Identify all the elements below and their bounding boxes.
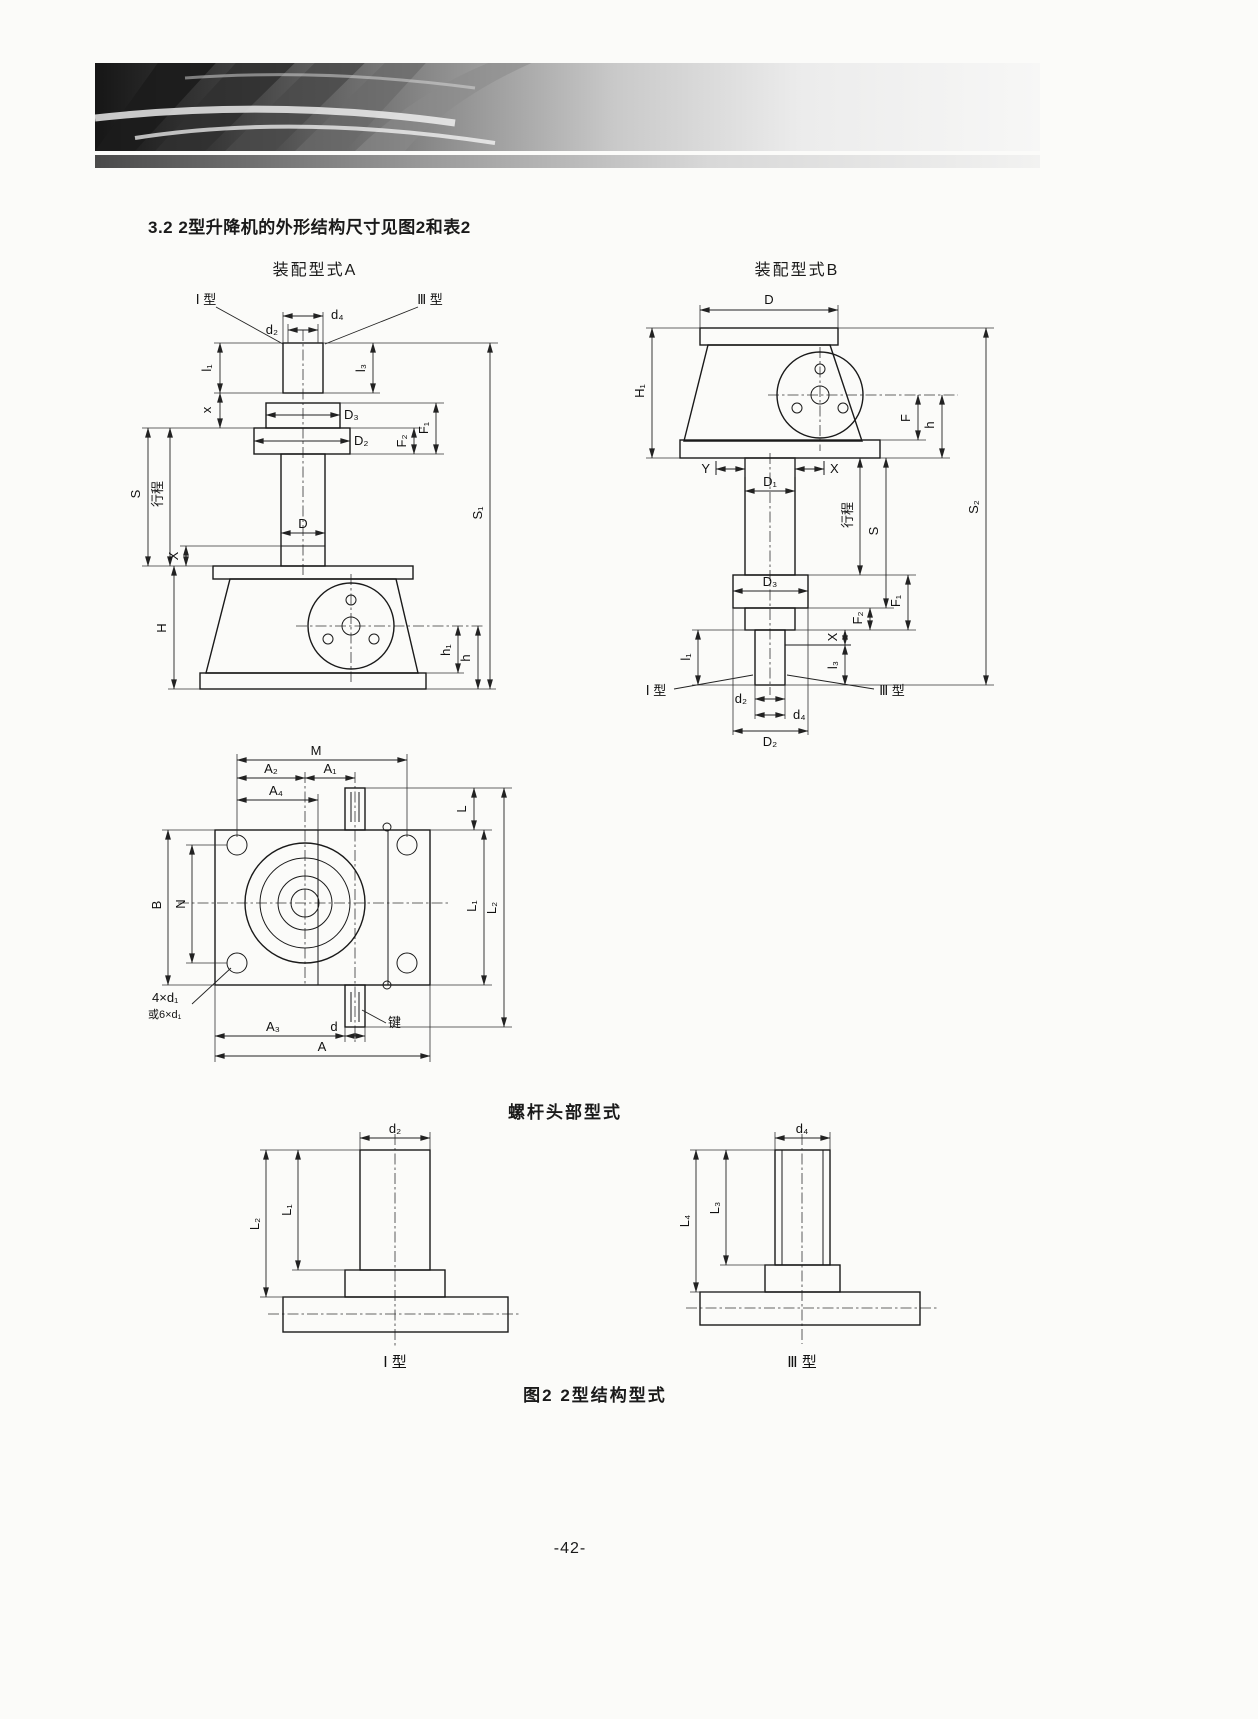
dim-label-D3: D₃ [763,574,778,589]
dim-label-d4: d₄ [331,307,344,322]
dim-label-S2: S₂ [966,500,981,514]
assembly-b-title: 装配型式B [754,262,840,279]
dim-label-F1: F₁ [888,594,903,607]
dim-label-L: L [454,805,469,812]
dim-label-Y: Y [701,461,710,476]
dim-label-S: S [866,526,881,535]
dim-label-F2: F₂ [394,435,409,448]
type1-label: Ⅰ 型 [196,292,216,307]
type3-caption: Ⅲ 型 [787,1354,817,1371]
dim-label-X-lower: X [825,632,840,641]
key-label: 键 [388,1015,401,1030]
dim-label-F: F [898,414,913,422]
dim-label-D1: D₁ [763,474,777,489]
section-heading: 3.2 2型升降机的外形结构尺寸见图2和表2 [148,218,471,237]
dim-label-D2: D₂ [354,433,368,448]
type1-label: Ⅰ 型 [646,683,666,698]
top-view-dimensions: M A₂ A₁ A₄ L B N L₁ L₂ 4×d₁ 或6×d₁ [148,743,512,1062]
dim-label-L2: L₂ [247,1218,262,1230]
dim-label-L3: L₃ [707,1202,722,1215]
type3-dimensions: d₄ L₄ L₃ [677,1121,831,1293]
dim-label-X-upper: X [830,461,839,476]
dim-label-d4: d₄ [793,707,806,722]
dim-label-h: h [922,421,937,428]
dim-label-L1: L₁ [464,900,479,912]
assembly-b-dimensions: D H₁ F h Y X D₁ 行程 S S₂ [632,292,994,749]
dim-label-stroke: 行程 [840,502,855,528]
dim-label-D2: D₂ [763,734,777,749]
assembly-b-drawing: D H₁ F h Y X D₁ 行程 S S₂ [632,292,994,749]
dim-label-L1: L₁ [279,1204,294,1216]
top-view-centerlines [178,772,448,1042]
page-number: -42- [553,1540,587,1557]
dim-label-stroke: 行程 [150,481,165,507]
dim-label-H1: H₁ [632,384,647,398]
dim-label-A4: A₄ [269,783,283,798]
type3-centerlines [686,1134,938,1344]
dim-label-d: d [330,1019,337,1034]
dim-label-S: S [128,489,143,498]
dim-label-d4: d₄ [796,1121,809,1136]
header-strip [95,155,1040,168]
dim-label-A: A [318,1039,327,1054]
screw-head-heading: 螺杆头部型式 [508,1103,622,1122]
type1-dimensions: d₂ L₂ L₁ [247,1121,431,1298]
type3-label: Ⅲ 型 [879,683,905,698]
dim-label-A1: A₁ [323,761,337,776]
type3-label: Ⅲ 型 [417,292,443,307]
dim-label-D: D [298,516,307,531]
screw-head-type3-drawing: d₄ L₄ L₃ Ⅲ 型 [677,1121,938,1371]
dim-label-x: x [199,406,214,413]
dim-label-A3: A₃ [266,1019,280,1034]
dim-label-D: D [764,292,773,307]
screw-head-type1-drawing: d₂ L₂ L₁ Ⅰ 型 [247,1121,520,1371]
dim-label-A2: A₂ [264,761,278,776]
top-view-outlines [214,787,431,1028]
dim-label-N: N [173,899,188,908]
dim-label-M: M [311,743,322,758]
dim-label-X: X [166,551,181,560]
hole-callout-6: 或6×d₁ [148,1008,182,1021]
dim-label-h1: h₁ [438,644,453,656]
dim-label-l1: l₁ [678,653,693,661]
dim-label-h: h [458,654,473,661]
dim-label-B: B [149,901,164,910]
assembly-a-dimensions: Ⅰ 型 Ⅲ 型 d₂ d₄ l₁ x S 行程 X H [128,292,498,690]
type1-centerlines [268,1134,520,1347]
type1-outlines [282,1149,509,1333]
type1-caption: Ⅰ 型 [383,1354,407,1371]
dim-label-l3: l₃ [825,661,840,669]
assembly-a-title: 装配型式A [272,262,358,279]
assembly-a-outlines [199,342,427,690]
dim-label-L2: L₂ [484,902,499,914]
dim-label-d2: d₂ [266,322,278,337]
dim-label-L4: L₄ [677,1215,692,1228]
dim-label-l3: l₃ [353,364,368,372]
dim-label-F1: F₁ [416,421,431,434]
dim-label-d2: d₂ [735,691,747,706]
dim-label-l1: l₁ [199,364,214,372]
dim-label-F2: F₂ [850,612,865,625]
dim-label-H: H [154,623,169,632]
hole-callout-4: 4×d₁ [152,990,179,1005]
dim-label-S1: S₁ [470,506,485,520]
dim-label-D3: D₃ [344,407,359,422]
type3-outlines [699,1149,921,1326]
dim-label-d2: d₂ [389,1121,401,1136]
header-gear-graphic [95,63,532,151]
assembly-a-drawing: Ⅰ 型 Ⅲ 型 d₂ d₄ l₁ x S 行程 X H [128,292,498,690]
assembly-a-centerlines [296,330,484,682]
figure-caption: 图2 2型结构型式 [523,1386,667,1405]
top-view-drawing: M A₂ A₁ A₄ L B N L₁ L₂ 4×d₁ 或6×d₁ [148,743,512,1062]
header-banner [95,63,1040,151]
